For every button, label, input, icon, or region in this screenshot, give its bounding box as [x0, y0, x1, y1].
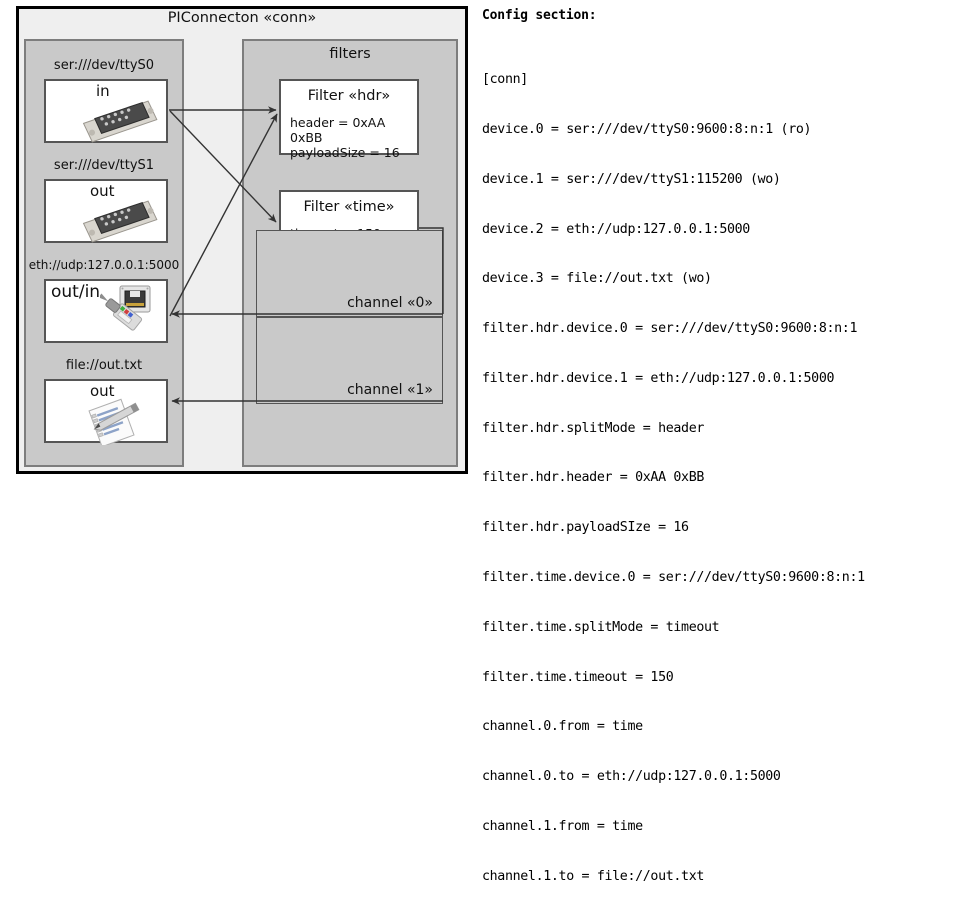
ethernet-icon — [100, 285, 151, 331]
device-label-eth-udp: eth://udp:127.0.0.1:5000 — [28, 258, 180, 272]
config-lines: [conn] device.0 = ser:///dev/ttyS0:9600:… — [482, 39, 962, 918]
filter-box-hdr[interactable]: Filter «hdr» header = 0xAA 0xBB payloadS… — [279, 79, 419, 160]
config-line: channel.0.to = eth://udp:127.0.0.1:5000 — [482, 769, 781, 785]
device-io-eth-udp: out/in — [51, 282, 101, 302]
config-line: filter.hdr.payloadSIze = 16 — [482, 520, 689, 536]
config-heading: Config section: — [482, 8, 597, 23]
device-box-ser-ttys1[interactable]: out — [44, 179, 168, 243]
config-line: channel.1.from = time — [482, 818, 643, 834]
device-box-ser-ttys0[interactable]: in — [44, 79, 168, 143]
serial-port-icon — [82, 100, 158, 143]
device-label-ser-ttys1: ser:///dev/ttyS1 — [53, 158, 155, 173]
config-line: channel.0.from = time — [482, 719, 643, 735]
filter-attr: payloadSize = 16 — [290, 145, 400, 160]
config-line: device.1 = ser:///dev/ttyS1:115200 (wo) — [482, 171, 781, 187]
config-line: device.3 = file://out.txt (wo) — [482, 271, 712, 287]
device-box-file-out[interactable]: out — [44, 379, 168, 445]
diagram-title: PIConnecton «conn» — [167, 10, 317, 26]
filters-panel-title: filters — [329, 46, 371, 62]
filter-title-hdr: Filter «hdr» — [307, 88, 391, 104]
filter-title-time: Filter «time» — [303, 199, 395, 215]
config-line: [conn] — [482, 72, 528, 88]
config-line: filter.time.splitMode = timeout — [482, 619, 720, 635]
filter-attr: header = 0xAA 0xBB — [290, 115, 386, 145]
config-line: device.2 = eth://udp:127.0.0.1:5000 — [482, 221, 750, 237]
config-line: filter.time.timeout = 150 — [482, 669, 674, 685]
channel-box-0[interactable]: channel «0» — [256, 230, 443, 317]
connection-diagram: PIConnecton «conn» ser:///dev/ttyS0 in s… — [0, 0, 470, 476]
channel-label-0: channel «0» — [347, 295, 433, 311]
config-line: filter.hdr.splitMode = header — [482, 420, 705, 436]
device-box-eth-udp[interactable]: out/in — [44, 279, 168, 343]
config-line: filter.hdr.header = 0xAA 0xBB — [482, 470, 705, 486]
config-section: Config section: [conn] device.0 = ser://… — [482, 8, 962, 918]
device-io-ser-ttys0: in — [96, 82, 110, 100]
device-io-ser-ttys1: out — [90, 182, 115, 200]
channel-label-1: channel «1» — [347, 382, 433, 398]
document-edit-icon — [88, 398, 140, 445]
channel-box-1[interactable]: channel «1» — [256, 317, 443, 404]
config-line: filter.time.device.0 = ser:///dev/ttyS0:… — [482, 570, 865, 585]
config-line: filter.hdr.device.0 = ser:///dev/ttyS0:9… — [482, 321, 858, 337]
device-label-file-out: file://out.txt — [65, 358, 143, 373]
device-io-file-out: out — [90, 382, 115, 400]
filter-attrs-hdr: header = 0xAA 0xBB payloadSize = 16 — [290, 115, 417, 160]
config-line: device.0 = ser:///dev/ttyS0:9600:8:n:1 (… — [482, 121, 812, 137]
serial-port-icon — [82, 200, 158, 243]
device-label-ser-ttys0: ser:///dev/ttyS0 — [53, 58, 155, 73]
config-line: channel.1.to = file://out.txt — [482, 868, 705, 884]
config-line: filter.hdr.device.1 = eth://udp:127.0.0.… — [482, 370, 835, 386]
